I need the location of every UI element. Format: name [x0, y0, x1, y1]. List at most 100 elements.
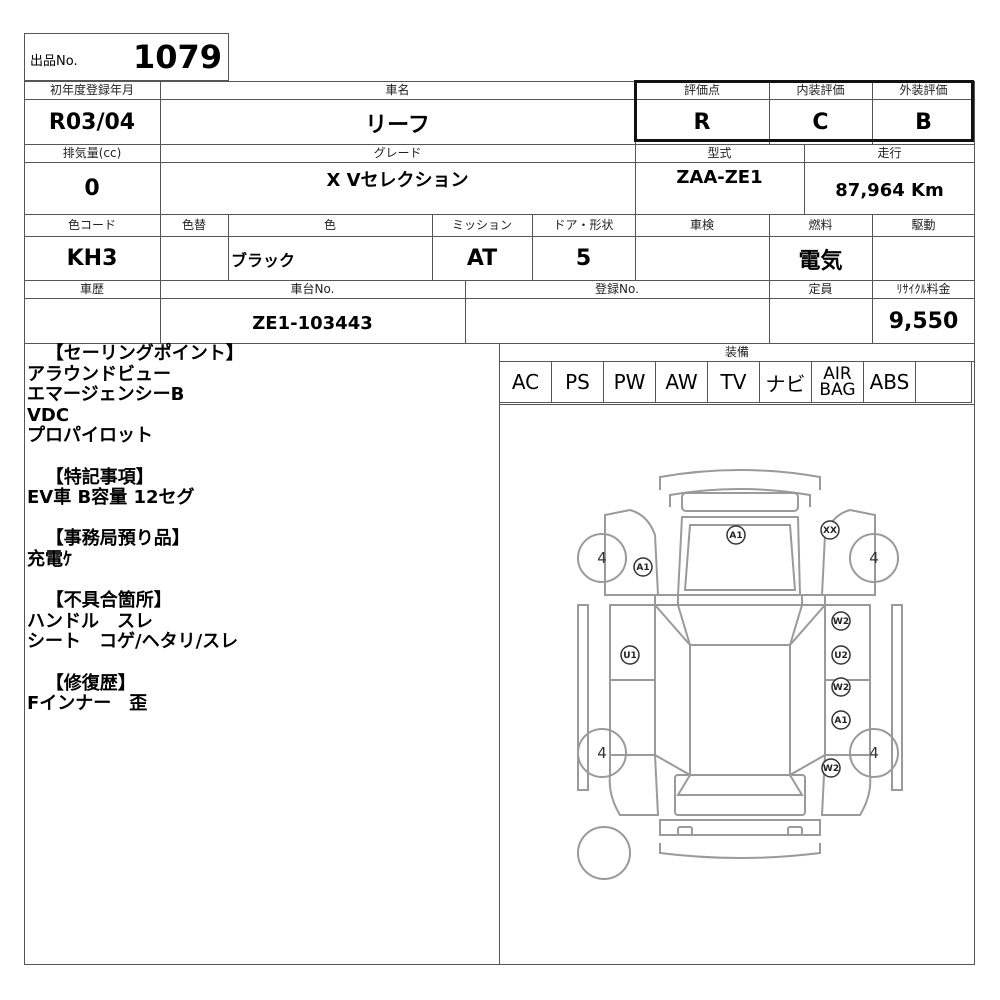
- note-line: ハンドル スレ: [27, 610, 153, 632]
- mileage-value: 87,964 Km: [835, 179, 944, 201]
- equipment-label: 装備: [724, 345, 749, 359]
- mark-hood: A1: [729, 531, 742, 541]
- interior-value: C: [812, 110, 829, 135]
- mark-right-rear-door-2: A1: [834, 716, 847, 726]
- equipment-item: AW: [656, 362, 708, 402]
- color-change-value: [160, 237, 228, 280]
- note-line: アラウンドビュー: [27, 363, 171, 385]
- equipment-item: AC: [500, 362, 552, 402]
- trunk: [674, 774, 806, 816]
- car-diagram: 4 4 4 4 A1 A1 XX U1 W2 U2 W2 A1 W2: [577, 469, 903, 880]
- displacement-value: 0: [84, 176, 100, 201]
- color-code-label: 色コード: [67, 218, 116, 232]
- divider: [465, 280, 466, 343]
- lot-box: 出品No. 1079: [24, 33, 229, 81]
- divider: [769, 280, 770, 343]
- mark-right-rear-fender: W2: [823, 764, 839, 774]
- equipment-item: PS: [552, 362, 604, 402]
- equipment-header-line: [499, 361, 975, 362]
- door-value: 5: [575, 246, 592, 271]
- divider: [872, 214, 873, 280]
- tire-front-left-label: 4: [597, 549, 607, 567]
- note-line: [27, 653, 497, 674]
- spare-tire: [577, 826, 631, 880]
- fuel-label: 燃料: [808, 218, 833, 232]
- divider: [872, 280, 873, 343]
- chassis-value: ZE1-103443: [252, 312, 373, 334]
- mark-left-front-fender: A1: [636, 563, 649, 573]
- left-rear-fender: [608, 754, 660, 816]
- left-front-fender: [604, 508, 660, 596]
- chassis-label: 車台No.: [290, 282, 335, 296]
- equipment-item: ナビ: [760, 362, 812, 402]
- row-1: [24, 81, 975, 145]
- mark-left-door: U1: [623, 651, 637, 661]
- history-label: 車歴: [79, 282, 104, 296]
- hood: [676, 516, 802, 596]
- note-line: Fインナー 歪: [27, 693, 148, 715]
- windshield: [676, 604, 804, 646]
- exterior-label: 外装評価: [899, 83, 948, 97]
- car-name-value: リーフ: [365, 112, 430, 138]
- equipment-item: PW: [604, 362, 656, 402]
- equipment-item: ABS: [864, 362, 916, 402]
- equipment-item: [916, 362, 972, 402]
- inspection-label: 車検: [689, 218, 714, 232]
- mark-right-front-door-2: U2: [834, 651, 848, 661]
- first-reg-value: R03/04: [48, 110, 136, 135]
- interior-label: 内装評価: [796, 83, 845, 97]
- tire-rear-right-label: 4: [869, 744, 879, 762]
- displacement-label: 排気量(cc): [62, 146, 122, 160]
- divider: [769, 81, 770, 145]
- model-label: 型式: [707, 146, 732, 160]
- divider: [635, 145, 636, 214]
- tire-front-left: [577, 533, 627, 583]
- capacity-value: [769, 299, 872, 343]
- rear-bumper: [659, 819, 821, 836]
- rear-window: [676, 774, 804, 796]
- note-line: [27, 447, 497, 468]
- divider: [160, 280, 161, 343]
- divider: [769, 214, 770, 280]
- inspection-value: [635, 237, 769, 280]
- row-1-divider: [24, 99, 975, 100]
- color-code-value: KH3: [66, 246, 118, 271]
- color-change-label: 色替: [181, 218, 206, 232]
- note-line: VDC: [27, 404, 70, 426]
- reg-no-label: 登録No.: [595, 282, 639, 296]
- mark-right-front: XX: [823, 526, 837, 536]
- note-line: 【事務局預り品】: [27, 528, 190, 550]
- lower-divider: [499, 343, 500, 965]
- note-line: 【不具合箇所】: [27, 590, 172, 612]
- drive-value: [872, 237, 975, 280]
- divider: [160, 81, 161, 145]
- row-3-bottom: [24, 280, 975, 281]
- score-label: 評価点: [683, 83, 720, 97]
- mission-label: ミッション: [451, 218, 512, 232]
- equipment-item: TV: [708, 362, 760, 402]
- note-line: [27, 571, 497, 592]
- lot-label: 出品No.: [30, 54, 78, 69]
- grade-value: X Vセレクション: [326, 170, 469, 191]
- divider: [160, 214, 161, 280]
- note-line: プロパイロット: [27, 425, 153, 447]
- color-value: ブラック: [231, 251, 296, 270]
- mission-value: AT: [466, 246, 498, 271]
- row-2-divider: [24, 162, 975, 163]
- front-bumper: [659, 469, 821, 490]
- row-4-divider: [24, 298, 975, 299]
- mark-right-front-door-1: W2: [833, 617, 849, 627]
- fuel-value: 電気: [798, 248, 843, 274]
- score-frame: [634, 80, 974, 142]
- row-3-divider: [24, 236, 975, 237]
- note-line: エマージェンシーB: [27, 384, 185, 406]
- tire-rear-right: [849, 728, 899, 778]
- roof: [689, 644, 791, 776]
- divider: [228, 214, 229, 280]
- divider: [872, 81, 873, 145]
- tire-front-right-label: 4: [869, 549, 879, 567]
- note-line: 充電ｹ: [27, 548, 72, 570]
- history-value: [24, 299, 160, 343]
